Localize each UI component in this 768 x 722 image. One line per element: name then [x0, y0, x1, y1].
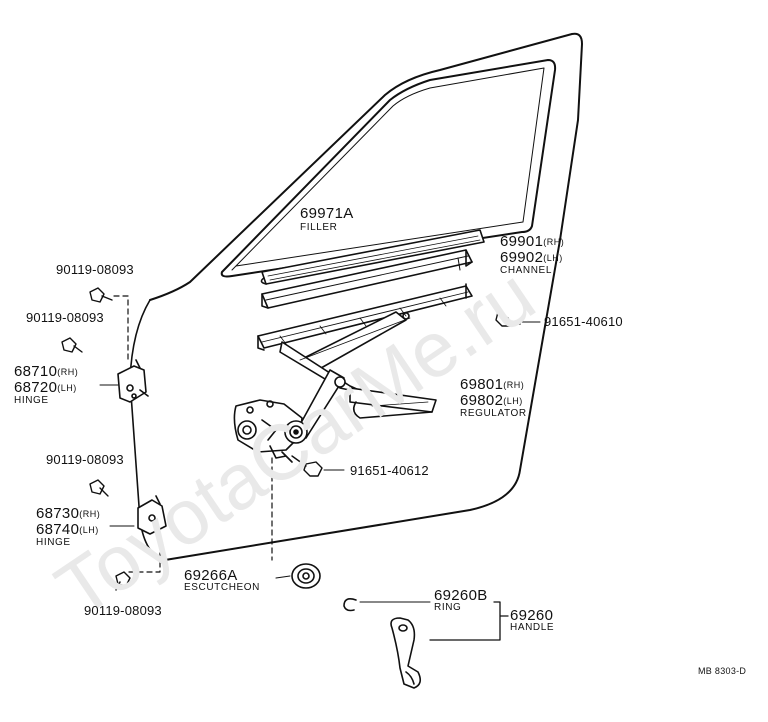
label-bolt-channel: 91651-40610	[544, 314, 623, 329]
label-lower-hinge: 68730(RH) 68740(LH) HINGE	[36, 506, 100, 548]
escutcheon-part-number: 69266A	[184, 567, 238, 584]
leader-escutcheon	[275, 575, 291, 579]
window-channel	[261, 249, 473, 309]
regulator-lh-side: (LH)	[503, 396, 523, 406]
upper-bolt-2-icon	[61, 337, 83, 353]
lower-hinge-icon	[137, 495, 167, 543]
channel-rh-side: (RH)	[543, 237, 565, 247]
label-lower-bolt-1: 90119-08093	[46, 452, 124, 467]
channel-rh-number: 69901	[500, 233, 544, 250]
lower-hinge-name: HINGE	[36, 537, 71, 548]
bolt-icon-channel	[495, 311, 521, 327]
upper-hinge-lh-number: 68720	[14, 379, 58, 396]
channel-lh-number: 69902	[500, 249, 544, 266]
label-upper-bolt-2: 90119-08093	[26, 310, 104, 325]
filler-name: FILLER	[300, 222, 338, 233]
label-filler: 69971A FILLER	[300, 206, 354, 233]
regulator-rh-side: (RH)	[503, 380, 525, 390]
regulator-lh-number: 69802	[460, 392, 504, 409]
escutcheon-name: ESCUTCHEON	[184, 582, 261, 593]
label-upper-hinge: 68710(RH) 68720(LH) HINGE	[14, 364, 78, 406]
figure-code: MB 8303-D	[698, 666, 747, 676]
ring-icon	[343, 598, 357, 612]
bolt-icon-regulator	[291, 455, 323, 477]
regulator-rail	[257, 283, 473, 351]
label-escutcheon: 69266A ESCUTCHEON	[184, 568, 260, 593]
upper-hinge-name: HINGE	[14, 395, 49, 406]
label-channel: 69901(RH) 69902(LH) CHANNEL	[500, 234, 564, 276]
ring-name: RING	[434, 602, 462, 613]
lower-hinge-lh-side: (LH)	[79, 525, 99, 535]
leader-upper-bolt-1	[113, 295, 129, 363]
door-outline	[129, 32, 583, 561]
handle-name: HANDLE	[510, 622, 555, 633]
regulator-name: REGULATOR	[460, 408, 527, 419]
lower-hinge-rh-side: (RH)	[79, 509, 101, 519]
regulator-gear-unit	[233, 399, 308, 463]
label-ring: 69260B RING	[434, 588, 488, 613]
channel-name: CHANNEL	[500, 265, 552, 276]
upper-hinge-rh-side: (RH)	[57, 367, 79, 377]
bracket-handle	[429, 601, 509, 641]
lower-hinge-lh-number: 68740	[36, 521, 80, 538]
upper-hinge-lh-side: (LH)	[57, 383, 77, 393]
filler-strip	[260, 229, 485, 285]
label-lower-bolt-2: 90119-08093	[84, 603, 162, 618]
label-regulator: 69801(RH) 69802(LH) REGULATOR	[460, 377, 527, 419]
upper-hinge-rh-number: 68710	[14, 363, 58, 380]
label-upper-bolt-1: 90119-08093	[56, 262, 134, 277]
lower-bolt-2-icon	[115, 571, 131, 591]
ring-part-number: 69260B	[434, 587, 488, 604]
label-handle: 69260 HANDLE	[510, 608, 554, 633]
handle-part-number: 69260	[510, 607, 554, 624]
channel-lh-side: (LH)	[543, 253, 563, 263]
label-bolt-regulator: 91651-40612	[350, 463, 429, 478]
escutcheon-icon	[291, 563, 321, 589]
upper-hinge-icon	[117, 359, 149, 403]
regulator-rh-number: 69801	[460, 376, 504, 393]
lower-hinge-rh-number: 68730	[36, 505, 80, 522]
lower-bolt-1-icon	[89, 479, 109, 497]
window-handle-icon	[390, 617, 422, 689]
regulator-arms	[279, 311, 437, 439]
filler-part-number: 69971A	[300, 205, 354, 222]
upper-bolt-1-icon	[89, 287, 113, 303]
leader-lower-bolt	[127, 543, 161, 573]
